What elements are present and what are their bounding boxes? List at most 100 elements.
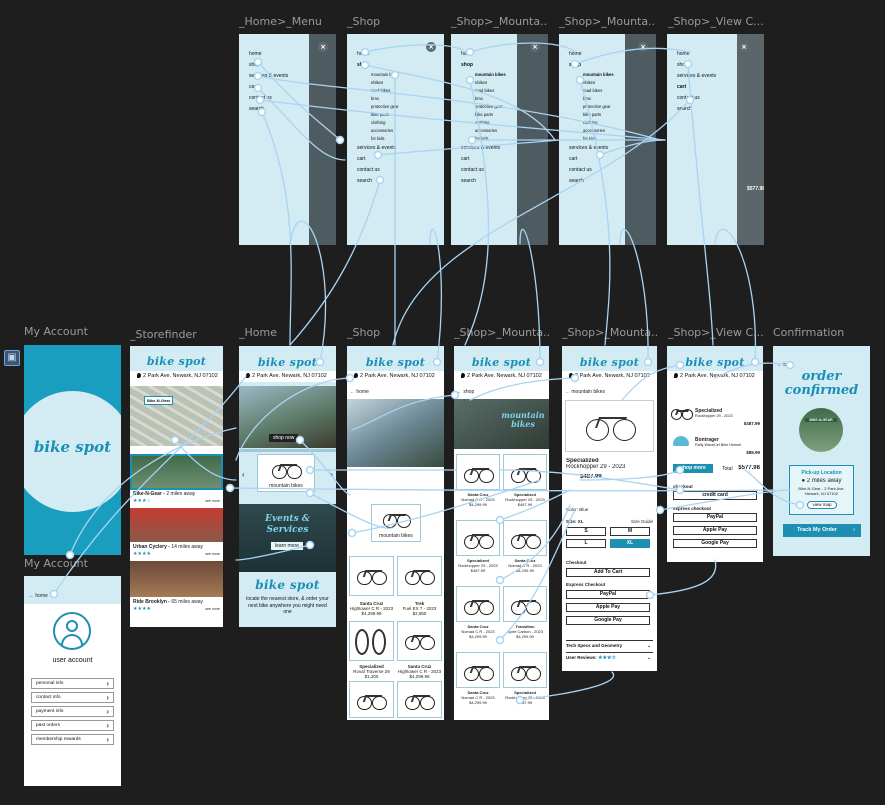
account-item-rewards[interactable]: membership rewards (31, 734, 114, 745)
menu-item-home[interactable]: home (357, 51, 370, 57)
submenu-item[interactable]: mountain bikes (583, 72, 614, 77)
menu-item-home[interactable]: home (569, 51, 582, 57)
submenu-item[interactable]: protective gear (583, 104, 611, 109)
menu-item-services[interactable]: services & events (677, 73, 717, 79)
submenu-item[interactable]: ebikes (475, 80, 488, 85)
menu-item-cart[interactable]: cart (677, 84, 687, 90)
menu-item-search[interactable]: search (569, 178, 585, 184)
paypal-button[interactable]: PayPal (673, 513, 757, 522)
menu-item-cart[interactable]: cart (249, 84, 258, 90)
frame-confirmation[interactable]: ← back order confirmed BIKE-N-GEAR Pick-… (773, 346, 870, 556)
back-link[interactable]: ← shop (457, 389, 475, 395)
account-item-orders[interactable]: past orders (31, 720, 114, 731)
submenu-item[interactable]: road bikes (583, 88, 603, 93)
store-photo[interactable] (130, 508, 223, 542)
shop-now-button[interactable]: shop now (269, 434, 299, 442)
back-link[interactable]: ← home (350, 389, 369, 395)
size-s-button[interactable]: S (566, 527, 606, 536)
address-bar[interactable]: 2 Park Ave. Newark, NJ 07102 (562, 371, 657, 382)
menu-item-contact[interactable]: contact us (357, 167, 380, 173)
frame-shop-menu[interactable]: × home shop mountain bikes ebikes road b… (347, 34, 444, 245)
shop-more-button[interactable]: shop more (673, 464, 713, 473)
product-image[interactable] (565, 400, 654, 452)
see-more-link[interactable]: see more (205, 607, 220, 611)
menu-item-contact[interactable]: contact us (249, 95, 272, 101)
menu-item-cart[interactable]: cart (357, 156, 366, 162)
learn-more-button[interactable]: learn more (271, 542, 303, 550)
submenu-item[interactable]: for kids (583, 136, 597, 141)
submenu-item[interactable]: clothing (583, 120, 598, 125)
submenu-item[interactable]: protective gear (475, 104, 503, 109)
menu-item-services[interactable]: services & events (249, 73, 289, 79)
add-to-cart-button[interactable]: Add To Cart (566, 568, 650, 577)
size-l-button[interactable]: L (566, 539, 606, 548)
submenu-item[interactable]: mountain bikes (475, 72, 506, 77)
credit-card-button[interactable]: credit card (673, 491, 757, 500)
frame-mountain-menu[interactable]: × home shop mountain bikes ebikes road b… (451, 34, 548, 245)
account-item-contact[interactable]: contact info (31, 692, 114, 703)
submenu-item[interactable]: accessories (583, 128, 606, 133)
product-card[interactable] (456, 652, 500, 688)
submenu-item[interactable]: bike parts (583, 112, 602, 117)
size-xl-button[interactable]: XL (610, 539, 650, 548)
address-bar[interactable]: 2 Park Ave. Newark, NJ 07102 (347, 371, 444, 382)
product-card[interactable] (456, 454, 500, 490)
menu-item-contact[interactable]: contact us (677, 95, 700, 101)
submenu-item[interactable]: road bikes (371, 88, 391, 93)
track-order-button[interactable]: Track My Order› (783, 524, 861, 537)
submenu-item[interactable]: ebikes (583, 80, 596, 85)
submenu-item[interactable]: accessories (475, 128, 498, 133)
menu-item-home[interactable]: home (677, 51, 690, 57)
product-card[interactable] (503, 652, 547, 688)
store-photo[interactable] (130, 454, 223, 490)
menu-item-shop[interactable]: shop (677, 62, 688, 68)
size-m-button[interactable]: M (610, 527, 650, 536)
product-card[interactable] (349, 681, 394, 718)
menu-item-home[interactable]: home (249, 51, 262, 57)
address-bar[interactable]: 2 Park Ave. Newark, NJ 07102 (667, 371, 763, 382)
submenu-item[interactable]: bike parts (475, 112, 494, 117)
submenu-item[interactable]: for kids (371, 136, 385, 141)
back-link[interactable]: ← back (777, 362, 794, 368)
menu-item-services[interactable]: services & events (357, 145, 397, 151)
submenu-item[interactable]: for kids (475, 136, 489, 141)
close-icon[interactable]: × (530, 42, 540, 52)
frame-shop[interactable]: bike spot 2 Park Ave. Newark, NJ 07102 ←… (347, 346, 444, 720)
product-card[interactable] (503, 520, 547, 556)
frame-cart-menu[interactable]: $577.98 × home shop services & events ca… (667, 34, 764, 245)
menu-item-shop[interactable]: shop (249, 62, 260, 68)
mountain-bikes-card[interactable]: mountain bikes (371, 504, 421, 542)
product-card[interactable] (397, 681, 442, 718)
submenu-item[interactable]: clothing (475, 120, 490, 125)
see-more-link[interactable]: see more (205, 552, 220, 556)
frame-tool-icon[interactable]: ▣ (4, 350, 20, 366)
submenu-item[interactable]: bmx (583, 96, 591, 101)
frame-home-menu[interactable]: × home shop services & events cart conta… (239, 34, 336, 245)
google-pay-button[interactable]: Google Pay (566, 616, 650, 625)
menu-item-shop[interactable]: shop (569, 62, 581, 68)
menu-item-contact[interactable]: contact us (461, 167, 484, 173)
close-icon[interactable]: × (426, 42, 436, 52)
address-bar[interactable]: 2 Park Ave. Newark, NJ 07102 (130, 371, 223, 382)
product-card[interactable] (456, 520, 500, 556)
product-card[interactable] (503, 454, 547, 490)
frame-splash[interactable]: bike spot (24, 345, 121, 555)
reviews-section[interactable]: User Reviews: ★★★☆⌄ (566, 652, 653, 662)
menu-item-shop[interactable]: shop (461, 62, 473, 68)
account-item-payment[interactable]: payment info (31, 706, 114, 717)
submenu-item[interactable]: bmx (371, 96, 379, 101)
menu-item-cart[interactable]: cart (461, 156, 470, 162)
frame-mountain-bikes[interactable]: bike spot 2 Park Ave. Newark, NJ 07102 ←… (454, 346, 549, 720)
submenu-item[interactable]: bmx (475, 96, 483, 101)
menu-item-search[interactable]: search (357, 178, 373, 184)
frame-account[interactable]: ← home user account personal info contac… (24, 576, 121, 786)
product-card[interactable] (456, 586, 500, 622)
submenu-item[interactable]: mountain bikes (371, 72, 400, 77)
carousel-next-icon[interactable]: › (330, 470, 333, 479)
product-card[interactable] (503, 586, 547, 622)
submenu-item[interactable]: protective gear (371, 104, 399, 109)
store-photo[interactable] (130, 561, 223, 597)
product-card[interactable] (349, 621, 394, 661)
menu-item-contact[interactable]: contact us (569, 167, 592, 173)
map-pin-label[interactable]: Bike-N-Gear (144, 396, 174, 405)
